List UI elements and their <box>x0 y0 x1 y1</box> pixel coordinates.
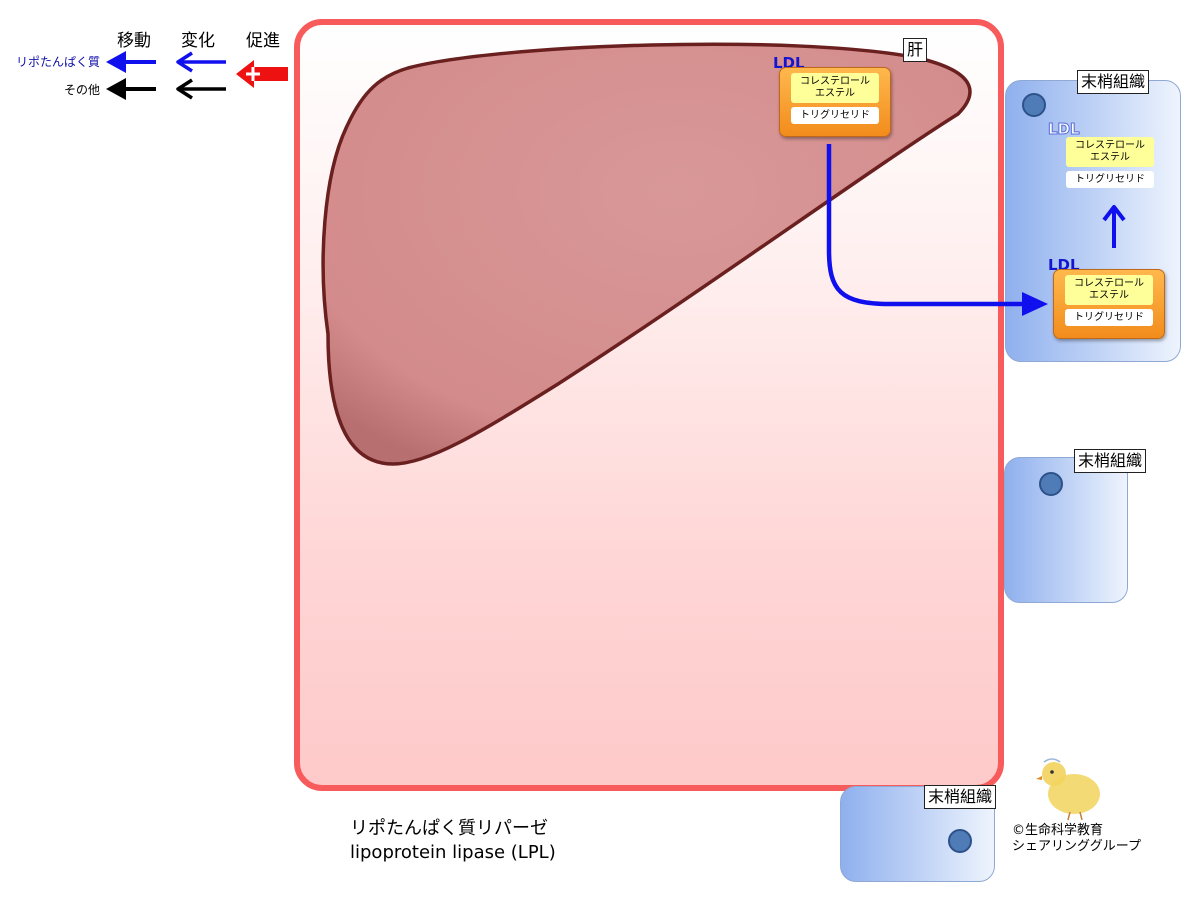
ldl-tissue-cholesterol-ester: コレステロール エステル <box>1065 275 1153 305</box>
credit-line2: シェアリンググループ <box>1012 839 1141 854</box>
ldl-ghost-triglyceride: トリグリセリド <box>1066 171 1154 188</box>
legend-header-move: 移動 <box>117 31 151 51</box>
legend-label-lipoprotein: リポたんぱく質 <box>15 55 100 69</box>
ester-line1: コレステロール <box>800 76 870 87</box>
ester-line2: エステル <box>1090 152 1130 163</box>
legend-header-promote: 促進 <box>246 31 280 51</box>
legend-change-arrow-other <box>176 78 226 100</box>
ldl-ghost-cholesterol-ester: コレステロール エステル <box>1066 137 1154 167</box>
ester-line2: エステル <box>815 88 855 99</box>
ldl-ghost-title: LDL <box>1048 120 1081 139</box>
caption-japanese: リポたんぱく質リパーゼ <box>350 818 548 839</box>
legend-arrows <box>106 51 288 100</box>
legend-move-arrow-lipoprotein <box>106 51 156 73</box>
peripheral-tissue-3 <box>840 786 995 882</box>
peripheral-tissue-2-label: 末梢組織 <box>1074 449 1147 473</box>
credit-line1: ©生命科学教育 <box>1012 823 1104 838</box>
ester-line2: エステル <box>1089 290 1129 301</box>
ldl-liver-triglyceride: トリグリセリド <box>791 107 879 124</box>
chick-mascot-icon <box>1036 758 1100 821</box>
ester-line1: コレステロール <box>1074 278 1144 289</box>
ldl-ghost: コレステロール エステル トリグリセリド <box>1055 132 1165 200</box>
legend-move-arrow-other <box>106 78 156 100</box>
ldl-tissue: コレステロール エステル トリグリセリド <box>1053 269 1165 339</box>
legend-header-change: 変化 <box>181 31 215 51</box>
ldl-liver-cholesterol-ester: コレステロール エステル <box>791 73 879 103</box>
ldl-tissue-triglyceride: トリグリセリド <box>1065 309 1153 326</box>
peripheral-tissue-1-label: 末梢組織 <box>1077 70 1150 94</box>
peripheral-tissue-2 <box>1004 457 1128 603</box>
liver-shape <box>321 42 972 466</box>
ester-line1: コレステロール <box>1075 140 1145 151</box>
legend-promote-arrow <box>236 60 288 88</box>
ldl-liver: コレステロール エステル トリグリセリド <box>779 67 891 137</box>
legend-label-other: その他 <box>63 83 100 97</box>
liver-label: 肝 <box>903 38 928 62</box>
legend-change-arrow-lipoprotein <box>176 51 226 73</box>
peripheral-tissue-3-label: 末梢組織 <box>924 785 997 809</box>
tissue-3-nucleus <box>948 829 972 853</box>
tissue-1-nucleus <box>1022 93 1046 117</box>
tissue-2-nucleus <box>1039 472 1063 496</box>
caption-english: lipoprotein lipase (LPL) <box>350 842 556 863</box>
